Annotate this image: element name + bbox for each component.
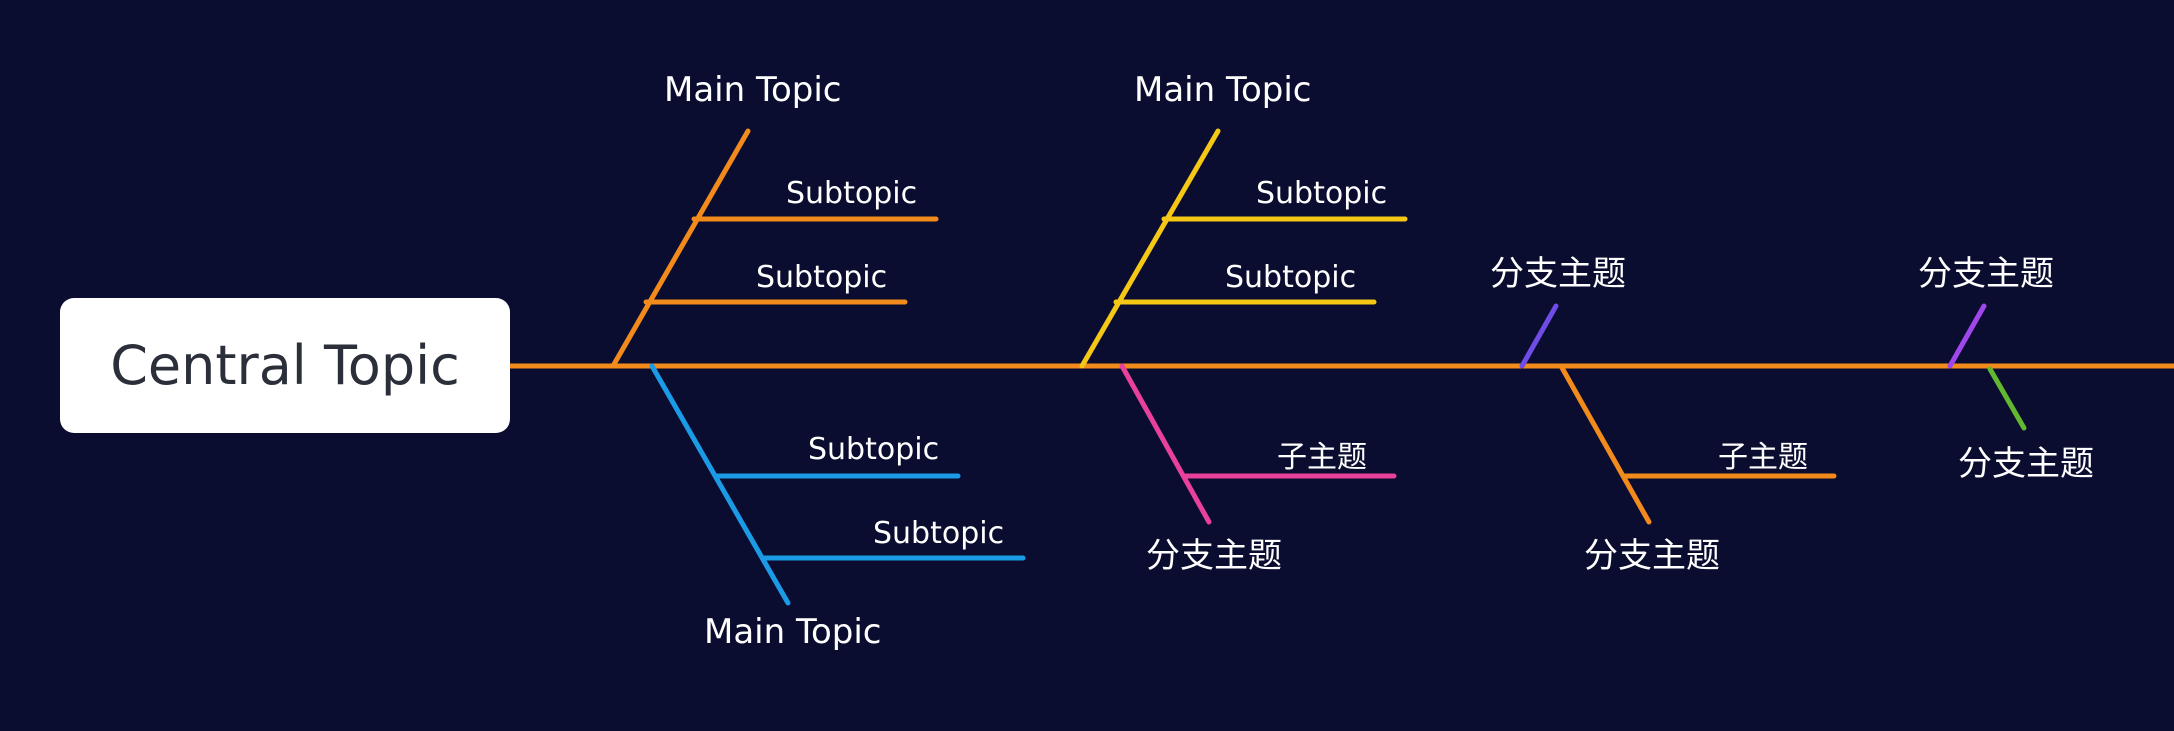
branch-line-2 [649,363,791,606]
main-topic-6[interactable]: 分支主题 [1584,536,1720,576]
branch-line-4 [1119,363,1212,525]
main-topic-7[interactable]: 分支主题 [1918,254,2054,294]
subtopic-4-1[interactable]: 子主题 [1277,440,1367,475]
subtopic-3-2[interactable]: Subtopic [1225,260,1357,295]
main-topic-1[interactable]: Main Topic [664,70,842,110]
subtopic-3-1[interactable]: Subtopic [1256,176,1388,211]
branch-line-7 [1947,303,1987,369]
subtopic-1-2[interactable]: Subtopic [756,260,888,295]
subtopic-6-1[interactable]: 子主题 [1718,440,1808,475]
subtopic-1-1[interactable]: Subtopic [786,176,918,211]
branch-line-8 [1987,366,2027,431]
main-topic-4[interactable]: 分支主题 [1146,536,1282,576]
subtopic-2-1[interactable]: Subtopic [808,432,940,467]
main-topic-8[interactable]: 分支主题 [1958,444,2094,484]
central-topic-label: Central Topic [110,334,460,397]
branch-line-3 [1079,128,1221,369]
branch-line-5 [1519,303,1559,369]
main-topic-2[interactable]: Main Topic [704,612,882,652]
branch-line-6 [1558,363,1652,525]
main-topic-5[interactable]: 分支主题 [1490,254,1626,294]
main-topic-3[interactable]: Main Topic [1134,70,1312,110]
subtopic-2-2[interactable]: Subtopic [873,516,1005,551]
branch-line-1 [610,128,751,369]
central-topic[interactable]: Central Topic [60,298,510,433]
